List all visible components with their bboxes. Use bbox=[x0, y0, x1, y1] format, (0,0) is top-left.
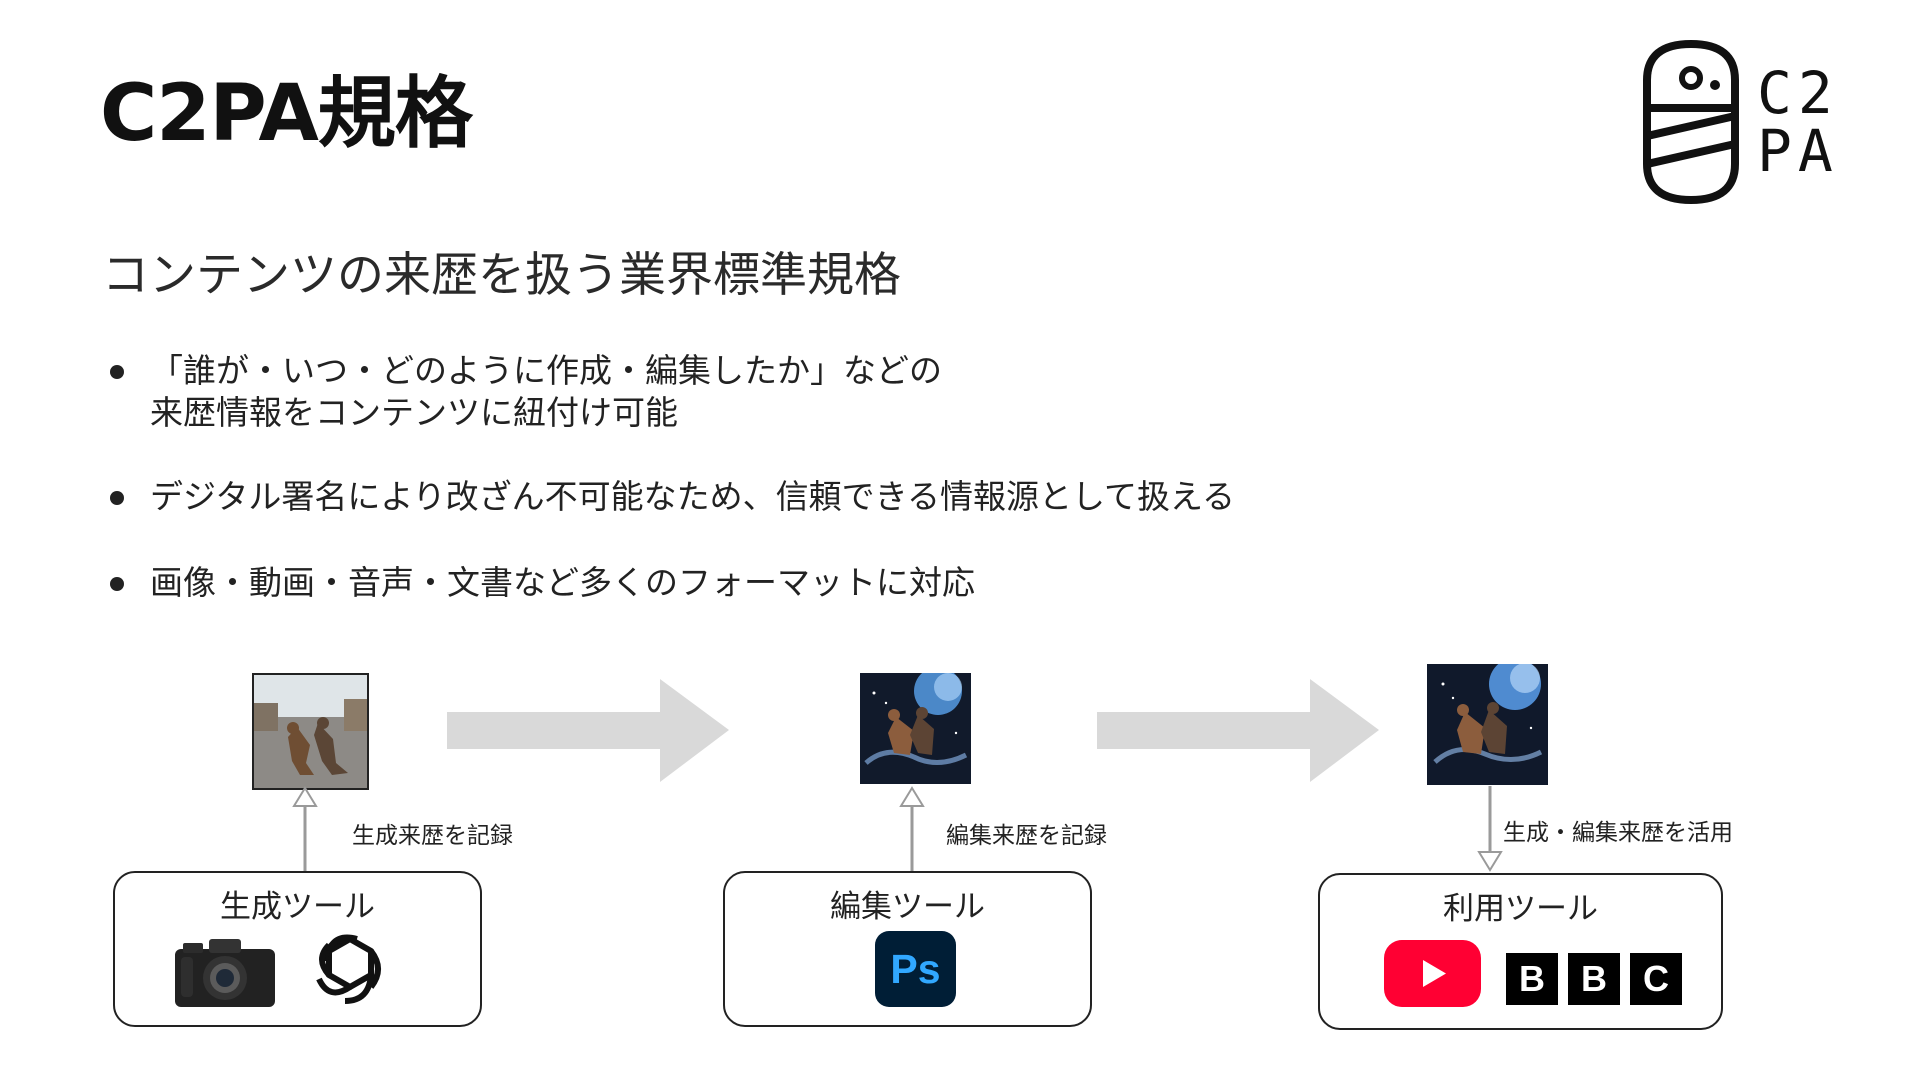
c2pa-logo: C2 PA bbox=[1635, 39, 1865, 205]
bbc-logo-block: B bbox=[1506, 953, 1558, 1005]
edited-image-thumbnail bbox=[860, 673, 971, 784]
tool-title: 生成ツール bbox=[220, 889, 375, 925]
flow-arrow-icon bbox=[1097, 679, 1379, 782]
edge-label-edit: 編集来歴を記録 bbox=[946, 823, 1107, 849]
generation-tool-box: 生成ツール bbox=[113, 871, 482, 1027]
bullet-text: 画像・動画・音声・文書など多くのフォーマットに対応 bbox=[150, 563, 975, 602]
logo-text-line1: C2 bbox=[1757, 59, 1839, 127]
tool-title: 編集ツール bbox=[830, 889, 985, 925]
bullet-item: 「誰が・いつ・どのように作成・編集したか」などの 来歴情報をコンテンツに紐付け可… bbox=[108, 350, 1408, 434]
bullet-text: 「誰が・いつ・どのように作成・編集したか」などの bbox=[150, 351, 942, 390]
logo-text-line2: PA bbox=[1757, 117, 1839, 185]
slide-subtitle: コンテンツの来歴を扱う業界標準規格 bbox=[102, 248, 901, 303]
bbc-logo-block: C bbox=[1630, 953, 1682, 1005]
editing-tool-box: 編集ツール Ps bbox=[723, 871, 1092, 1027]
use-arrow-down-icon bbox=[1477, 786, 1503, 872]
slide-title: C2PA規格 bbox=[100, 69, 473, 159]
generated-image-thumbnail bbox=[252, 673, 369, 790]
published-image-thumbnail bbox=[1427, 664, 1548, 785]
bullet-item: 画像・動画・音声・文書など多くのフォーマットに対応 bbox=[108, 562, 975, 604]
bullet-list: 「誰が・いつ・どのように作成・編集したか」などの 来歴情報をコンテンツに紐付け可… bbox=[108, 350, 1408, 602]
record-arrow-up-icon bbox=[899, 786, 925, 872]
flow-arrow-icon bbox=[447, 679, 729, 782]
record-arrow-up-icon bbox=[292, 786, 318, 872]
tool-title: 利用ツール bbox=[1443, 891, 1598, 927]
photoshop-icon: Ps bbox=[875, 931, 956, 1007]
edge-label-generate: 生成来歴を記録 bbox=[352, 823, 513, 849]
bullet-text: 来歴情報をコンテンツに紐付け可能 bbox=[150, 393, 678, 432]
edge-label-use: 生成・編集来歴を活用 bbox=[1503, 820, 1733, 846]
openai-icon bbox=[316, 934, 381, 1004]
usage-tool-box: 利用ツール B B C bbox=[1318, 873, 1723, 1030]
c2pa-logo-icon bbox=[1643, 39, 1739, 205]
bullet-item: デジタル署名により改ざん不可能なため、信頼できる情報源として扱える bbox=[108, 476, 1235, 518]
bbc-logo-block: B bbox=[1568, 953, 1620, 1005]
youtube-icon bbox=[1384, 940, 1481, 1007]
bullet-text: デジタル署名により改ざん不可能なため、信頼できる情報源として扱える bbox=[150, 477, 1236, 516]
camera-icon bbox=[175, 939, 275, 1007]
